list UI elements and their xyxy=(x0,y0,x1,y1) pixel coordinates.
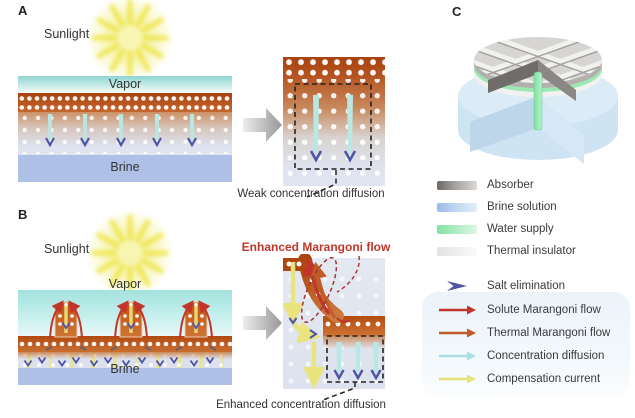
panel-a-sunlight-label: Sunlight xyxy=(44,27,90,41)
device-3d-schematic xyxy=(458,37,618,164)
panel-b-brine-label: Brine xyxy=(110,362,140,376)
panel-a-diagram xyxy=(18,76,232,182)
legend-row-absorber: Absorber xyxy=(437,177,534,193)
legend-row-concentration-diffusion: Concentration diffusion xyxy=(437,348,604,364)
salt-elimination-icon xyxy=(447,281,467,291)
water-swatch xyxy=(437,224,477,234)
legend-row-compensation-current: Compensation current xyxy=(437,371,600,387)
legend-row-thermal-marangoni: Thermal Marangoni flow xyxy=(437,325,610,341)
legend-label: Concentration diffusion xyxy=(487,350,605,362)
legend-label: Salt elimination xyxy=(487,280,565,292)
thermal-marangoni-arrow-icon xyxy=(439,328,476,338)
compensation-current-arrow-icon xyxy=(439,374,476,384)
panel-b-caption-top: Enhanced Marangoni flow xyxy=(241,240,391,254)
legend-row-water: Water supply xyxy=(437,221,554,237)
sun-icon xyxy=(86,211,174,297)
panel-a-brine-label: Brine xyxy=(110,160,140,174)
concentration-diffusion-arrow-icon xyxy=(439,351,476,361)
legend-label: Water supply xyxy=(487,223,554,235)
panel-b-diagram xyxy=(18,290,232,385)
panel-a-label: A xyxy=(18,3,28,18)
panel-c-label: C xyxy=(452,4,462,19)
panel-b-label: B xyxy=(18,207,28,222)
zoom-arrow-icon xyxy=(243,108,282,142)
solute-marangoni-arrow-icon xyxy=(439,305,476,315)
panel-b-sunlight-label: Sunlight xyxy=(44,242,90,256)
legend-label: Absorber xyxy=(487,179,534,191)
legend-row-insulator: Thermal insulator xyxy=(437,243,576,259)
legend-row-brine: Brine solution xyxy=(437,199,557,215)
panel-a-vapor-label: Vapor xyxy=(108,77,142,91)
legend-label: Brine solution xyxy=(487,201,557,213)
brine-swatch xyxy=(437,202,477,212)
legend-label: Thermal Marangoni flow xyxy=(487,327,611,339)
legend-row-salt-elimination: Salt elimination xyxy=(437,278,565,294)
legend-label: Thermal insulator xyxy=(487,245,576,257)
zoom-arrow-icon xyxy=(243,306,282,340)
panel-b-vapor-label: Vapor xyxy=(108,277,142,291)
absorber-swatch xyxy=(437,180,477,190)
legend-label: Solute Marangoni flow xyxy=(487,304,601,316)
insulator-swatch xyxy=(437,246,477,256)
panel-a-caption: Weak concentration diffusion xyxy=(237,188,385,200)
legend-row-solute-marangoni: Solute Marangoni flow xyxy=(437,302,601,318)
panel-a-inset-diagram xyxy=(283,57,385,198)
panel-b-inset-diagram xyxy=(283,254,385,401)
sun-icon xyxy=(86,0,174,82)
panel-b-caption-bottom: Enhanced concentration diffusion xyxy=(216,399,386,411)
legend-label: Compensation current xyxy=(487,373,601,385)
